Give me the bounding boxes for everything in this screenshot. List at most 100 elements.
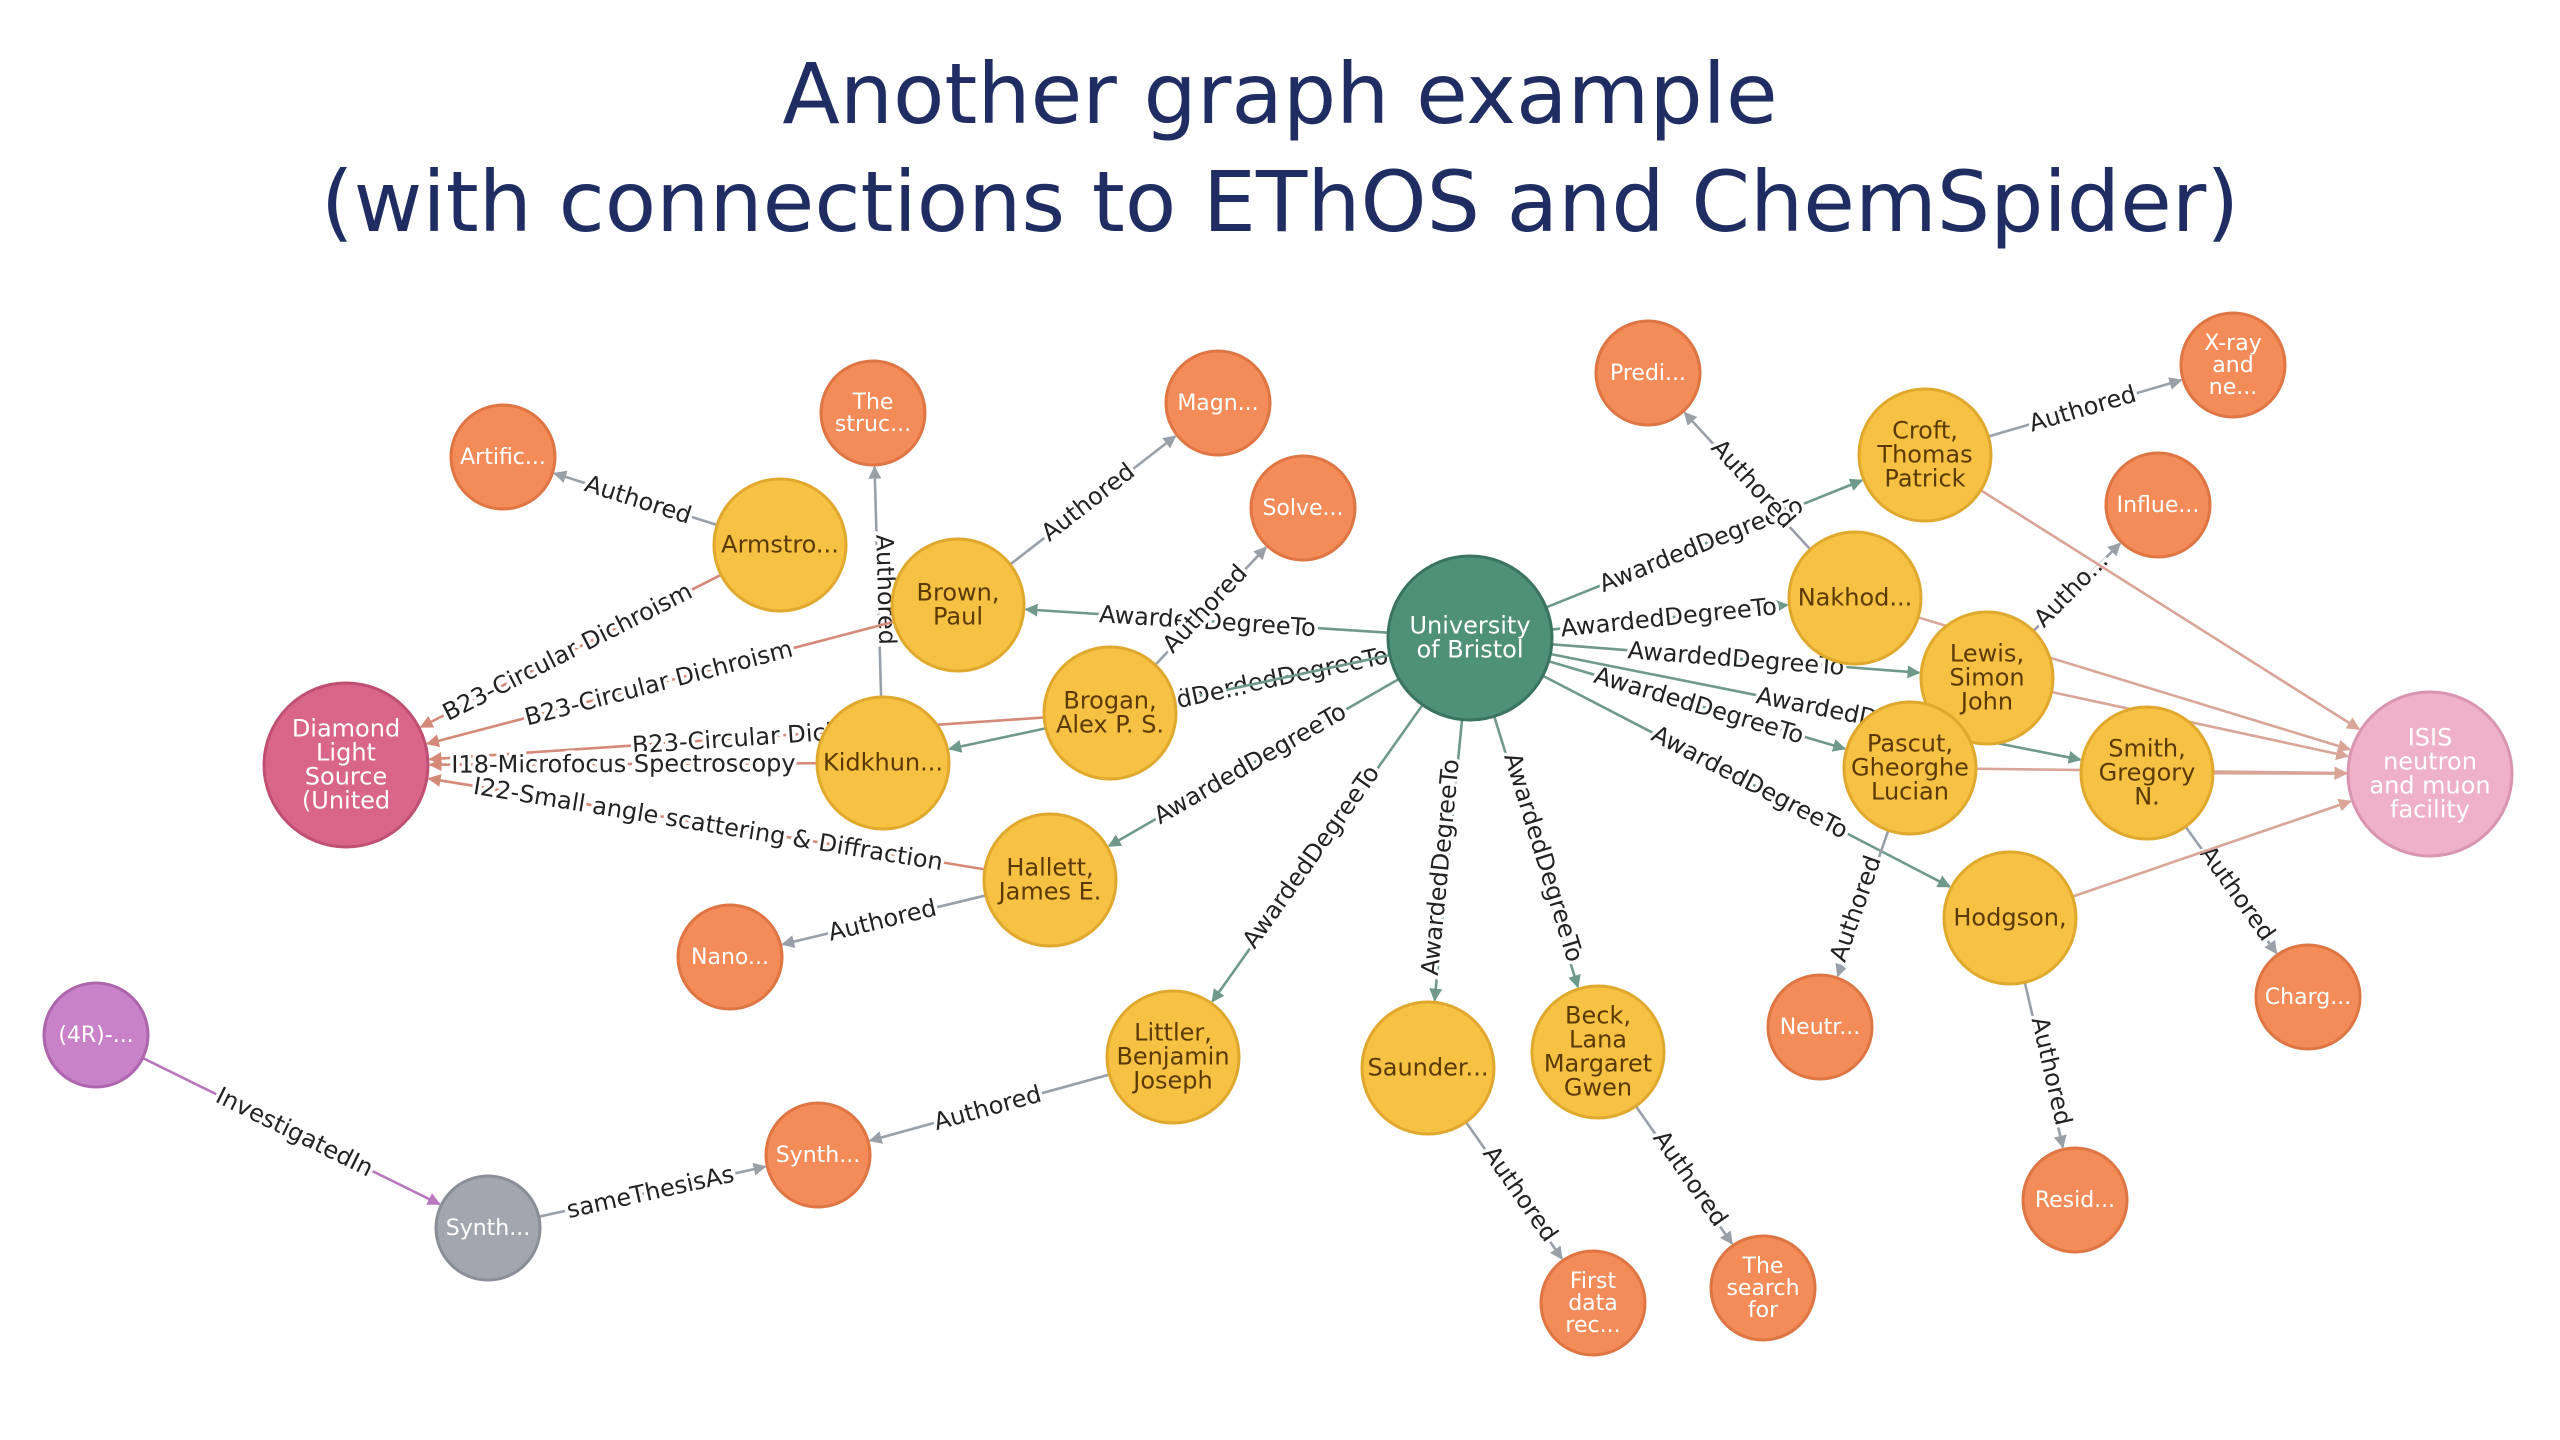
node-nano[interactable]: Nano... <box>676 903 784 1011</box>
node-circle <box>2021 1146 2129 1254</box>
node-struc[interactable]: Thestruc... <box>819 359 927 467</box>
node-label: The <box>852 390 894 415</box>
node-predi[interactable]: Predi... <box>1594 319 1702 427</box>
edge-line <box>1634 1105 1734 1245</box>
node-xray[interactable]: X-rayandne... <box>2179 311 2287 419</box>
node-hodgson[interactable]: Hodgson, <box>1942 850 2078 986</box>
node-saunders[interactable]: Saunder... <box>1360 1000 1496 1136</box>
node-influe[interactable]: Influe... <box>2104 451 2212 559</box>
node-synth_paper[interactable]: Synth... <box>764 1101 872 1209</box>
node-label: ISIS <box>2408 724 2453 752</box>
edge-label: Authored <box>1036 457 1140 547</box>
node-kidkhun[interactable]: Kidkhun... <box>815 695 951 831</box>
node-label: Littler, <box>1134 1019 1212 1047</box>
node-resid[interactable]: Resid... <box>2021 1146 2129 1254</box>
node-compound4r[interactable]: (4R)-... <box>42 981 150 1089</box>
edge-label: Authored <box>2194 840 2281 946</box>
edge-kidkhun-diamond[interactable]: I18-Microfocus SpectroscopyI18-Microfocu… <box>428 746 818 782</box>
node-brown[interactable]: Brown,Paul <box>890 537 1026 673</box>
node-label: The <box>1742 1254 1784 1279</box>
node-label: Gregory <box>2099 759 2196 787</box>
edge-line <box>2023 982 2067 1149</box>
edge-label: AwardedDegreeTo <box>1498 749 1589 965</box>
node-hallett[interactable]: Hallett,James E. <box>982 812 1118 948</box>
node-label: (4R)-... <box>58 1023 133 1048</box>
node-label: Source <box>305 763 387 791</box>
node-label: data <box>1568 1291 1618 1316</box>
node-label: Hallett, <box>1006 854 1093 882</box>
edge-line <box>419 573 722 729</box>
node-solve[interactable]: Solve... <box>1249 454 1357 562</box>
node-circle <box>1594 319 1702 427</box>
node-label: Thomas <box>1876 441 1972 469</box>
node-armstrong[interactable]: Armstro... <box>712 477 848 613</box>
edge-line <box>781 894 987 948</box>
node-neutr[interactable]: Neutr... <box>1766 973 1874 1081</box>
edge-lewis-isis[interactable] <box>2051 690 2350 761</box>
node-label: Smith, <box>2108 735 2186 763</box>
node-label: of Bristol <box>1416 636 1523 664</box>
node-brogan[interactable]: Brogan,Alex P. S. <box>1042 645 1178 781</box>
edge-line <box>1835 829 1890 978</box>
edge-label: Authored <box>2026 1014 2078 1128</box>
node-circle <box>890 537 1026 673</box>
node-circle <box>42 981 150 1089</box>
node-firstdata[interactable]: Firstdatarec... <box>1539 1249 1647 1357</box>
slide-title-line-1: Another graph example <box>782 45 1778 143</box>
node-circle <box>1842 700 1978 836</box>
node-circle <box>1709 1234 1817 1342</box>
node-label: Influe... <box>2117 493 2200 518</box>
node-label: Patrick <box>1884 465 1965 493</box>
edge-lewis-influe[interactable]: Autho...Autho... <box>2025 542 2121 636</box>
node-artific[interactable]: Artific... <box>449 403 557 511</box>
node-synth_thesis[interactable]: Synth... <box>434 1174 542 1282</box>
node-charg[interactable]: Charg... <box>2254 943 2362 1051</box>
edge-line <box>1551 643 1921 679</box>
node-label: Magn... <box>1177 391 1258 416</box>
node-label: Kidkhun... <box>823 749 943 777</box>
node-nakhod[interactable]: Nakhod... <box>1787 530 1923 666</box>
edge-hodgson-isis[interactable] <box>2072 798 2352 898</box>
node-circle <box>2079 705 2215 841</box>
node-circle <box>1360 1000 1496 1136</box>
node-label: rec... <box>1565 1313 1620 1338</box>
node-label: Alex P. S. <box>1056 711 1164 739</box>
node-label: neutron <box>2383 748 2477 776</box>
edge-label: AwardedDegreeTo <box>1237 760 1385 953</box>
edge-croft-isis[interactable] <box>1980 489 2361 731</box>
edge-line <box>868 465 883 698</box>
node-magn[interactable]: Magn... <box>1164 349 1272 457</box>
node-circle <box>1164 349 1272 457</box>
edge-line <box>1154 546 1267 666</box>
edge-line <box>142 1056 441 1206</box>
node-circle <box>2179 311 2287 419</box>
node-label: Light <box>316 739 376 767</box>
